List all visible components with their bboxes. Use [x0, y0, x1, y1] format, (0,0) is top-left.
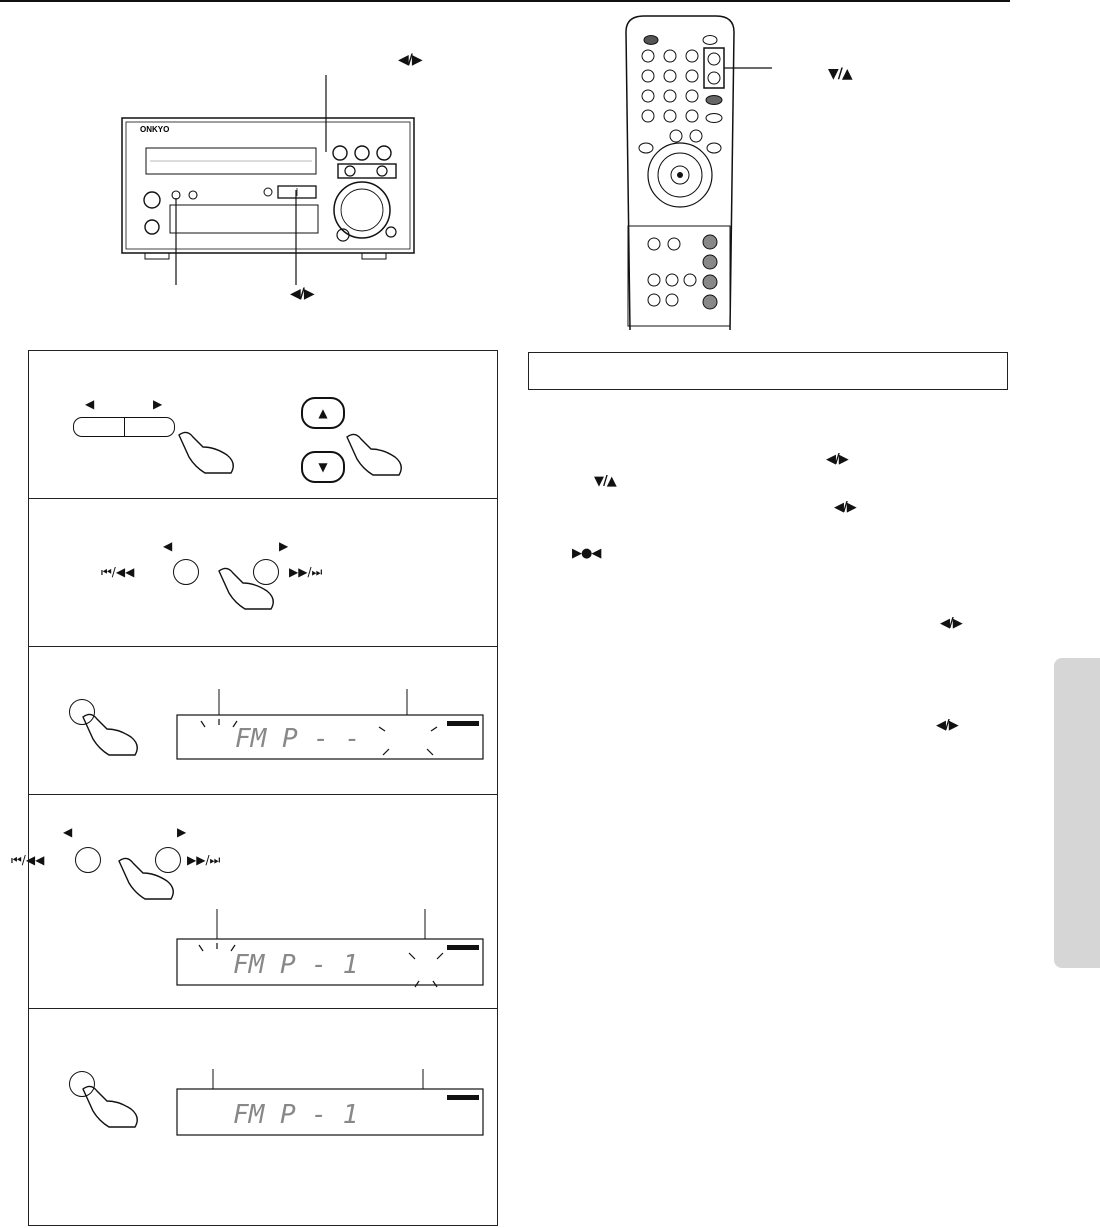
main-unit-drawing: ONKYO — [121, 75, 415, 285]
step2-left-arrow: ◀ — [163, 539, 173, 553]
step1-down-button[interactable]: ▼ — [301, 451, 345, 483]
remote-drawing — [625, 15, 772, 331]
step2-left-skip-label: ⏮/◀◀ — [101, 565, 135, 579]
step4-right-skip-label: ▶▶/⏭ — [187, 853, 221, 867]
hand-pointer-icon — [346, 433, 402, 476]
hand-pointer-icon — [218, 567, 274, 610]
step5-display: FM P - 1 — [176, 1069, 484, 1136]
step1-tuning-button[interactable] — [73, 417, 175, 437]
step4-left-skip-button[interactable] — [75, 847, 101, 873]
step4-display-text: FM P - 1 — [233, 950, 358, 980]
down-icon: ▼ — [318, 460, 328, 474]
step3-display: FM P - - — [176, 689, 484, 760]
step-1: ◀ ▶ ▲ ▼ — [29, 351, 497, 499]
top-rule — [0, 0, 1010, 2]
remote-illustration — [624, 12, 774, 332]
step2-right-skip-button[interactable] — [253, 559, 279, 585]
hand-pointer-icon — [178, 431, 234, 474]
step4-right-skip-button[interactable] — [155, 847, 181, 873]
step5-memory-button[interactable] — [69, 1071, 95, 1097]
right-inline-symbol-5: ◀/▶ — [940, 616, 963, 631]
step-3: FM P - - — [29, 647, 497, 795]
step1-up-button[interactable]: ▲ — [301, 397, 345, 429]
step2-right-arrow: ▶ — [279, 539, 289, 553]
step4-left-skip-label: ⏮/◀◀ — [11, 853, 45, 867]
right-inline-symbol-4: ▶●◀ — [572, 546, 601, 561]
hand-pointer-icon — [118, 857, 174, 900]
main-unit-top-arrows-label: ◀/▶ — [398, 52, 423, 68]
step4-display: FM P - 1 — [176, 909, 484, 988]
step1-right-arrow: ▶ — [153, 397, 163, 411]
right-inline-symbol-3: ◀/▶ — [834, 500, 857, 515]
step3-memory-button[interactable] — [69, 699, 95, 725]
right-inline-symbol-1: ◀/▶ — [826, 452, 849, 467]
hand-pointer-icon — [82, 1085, 138, 1128]
steps-panel: ◀ ▶ ▲ ▼ ◀ ▶ ⏮/◀◀ ▶▶/⏭ — [11, 350, 498, 1227]
step-5: FM P - 1 — [29, 1009, 497, 1227]
up-icon: ▲ — [318, 406, 328, 420]
section-side-tab — [1054, 658, 1100, 968]
step1-left-arrow: ◀ — [85, 397, 95, 411]
step4-left-arrow: ◀ — [63, 825, 73, 839]
brand-logo: ONKYO — [140, 125, 169, 134]
step-2: ◀ ▶ ⏮/◀◀ ▶▶/⏭ — [29, 499, 497, 647]
step4-right-arrow: ▶ — [177, 825, 187, 839]
heading-box — [528, 352, 1008, 390]
right-inline-symbol-2: ▼/▲ — [594, 474, 617, 489]
step5-display-text: FM P - 1 — [233, 1100, 358, 1130]
step3-display-text: FM P - - — [235, 724, 360, 754]
main-unit-bottom-arrows-label: ◀/▶ — [290, 286, 315, 302]
right-inline-symbol-6: ◀/▶ — [936, 718, 959, 733]
hand-pointer-icon — [82, 713, 138, 756]
step2-left-skip-button[interactable] — [173, 559, 199, 585]
remote-arrows-label: ▼/▲ — [828, 66, 853, 82]
step-4: ◀ ▶ ⏮/◀◀ ▶▶/⏭ FM P - 1 — [11, 795, 497, 1009]
main-unit-illustration: ONKYO — [100, 60, 460, 310]
step2-right-skip-label: ▶▶/⏭ — [289, 565, 323, 579]
